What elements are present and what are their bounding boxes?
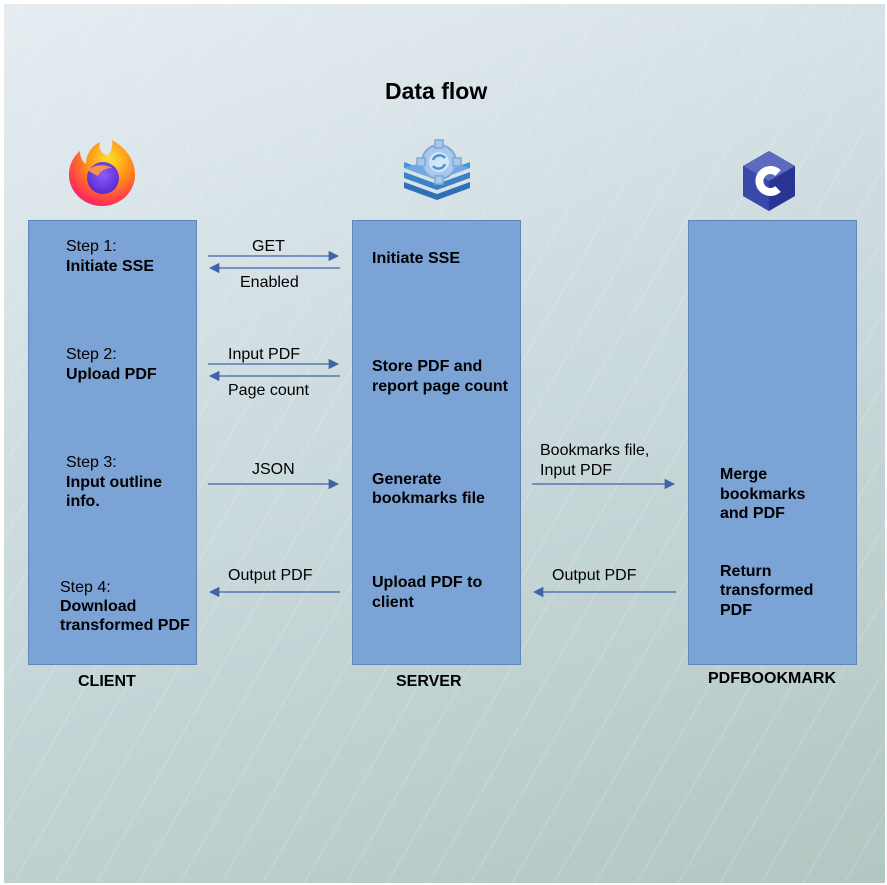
- client-step-4-number: Step 4:: [60, 579, 111, 596]
- server-column: [352, 220, 521, 665]
- arrow-label-page-count: Page count: [228, 382, 309, 399]
- server-item-3-line2: bookmarks file: [372, 490, 485, 507]
- client-step-4-title-cont: transformed PDF: [60, 617, 190, 634]
- server-item-2-line1: Store PDF and: [372, 358, 483, 375]
- server-item-3-line1: Generate: [372, 471, 442, 488]
- pdfbookmark-item-2-line2: transformed: [720, 582, 814, 599]
- client-label: CLIENT: [78, 673, 136, 690]
- arrow-label-get: GET: [252, 238, 285, 255]
- client-step-3-number: Step 3:: [66, 454, 117, 471]
- server-item-1: Initiate SSE: [372, 250, 461, 267]
- client-step-2-title: Upload PDF: [66, 366, 157, 383]
- server-item-2-line2: report page count: [372, 378, 509, 395]
- diagram-title: Data flow: [385, 78, 488, 104]
- pdfbookmark-column: [688, 220, 857, 665]
- client-step-3-title-cont: info.: [66, 493, 100, 510]
- pdfbookmark-item-2-line3: PDF: [720, 602, 752, 619]
- client-step-3-title: Input outline: [66, 474, 162, 491]
- client-step-2-number: Step 2:: [66, 346, 117, 363]
- arrow-label-output-pdf-server: Output PDF: [552, 567, 637, 584]
- pdfbookmark-item-1-line1: Merge: [720, 466, 768, 483]
- client-column: [28, 220, 197, 665]
- arrow-label-input-pdf: Input PDF: [228, 346, 301, 363]
- arrow-label-enabled: Enabled: [240, 274, 299, 291]
- server-item-4-line2: client: [372, 594, 414, 611]
- arrow-label-json: JSON: [252, 461, 295, 478]
- arrow-label-bookmarks-line2: Input PDF: [540, 462, 613, 479]
- client-step-4-title: Download: [60, 598, 137, 615]
- pdfbookmark-item-1-line2: bookmarks: [720, 486, 806, 503]
- arrow-label-bookmarks-line1: Bookmarks file,: [540, 442, 650, 459]
- client-step-1-title: Initiate SSE: [66, 258, 155, 275]
- pdfbookmark-label: PDFBOOKMARK: [708, 670, 836, 687]
- client-step-1-number: Step 1:: [66, 238, 117, 255]
- pdfbookmark-item-1-line3: and PDF: [720, 505, 785, 522]
- server-item-4-line1: Upload PDF to: [372, 574, 483, 591]
- flow-arrows: [208, 250, 676, 598]
- firefox-icon: [69, 140, 135, 206]
- c-language-icon: [743, 151, 795, 211]
- pdfbookmark-item-2-line1: Return: [720, 563, 772, 580]
- server-gear-stack-icon: [404, 139, 470, 200]
- server-label: SERVER: [396, 673, 462, 690]
- diagram-canvas: Data flow: [4, 4, 885, 883]
- arrow-label-output-pdf-client: Output PDF: [228, 567, 313, 584]
